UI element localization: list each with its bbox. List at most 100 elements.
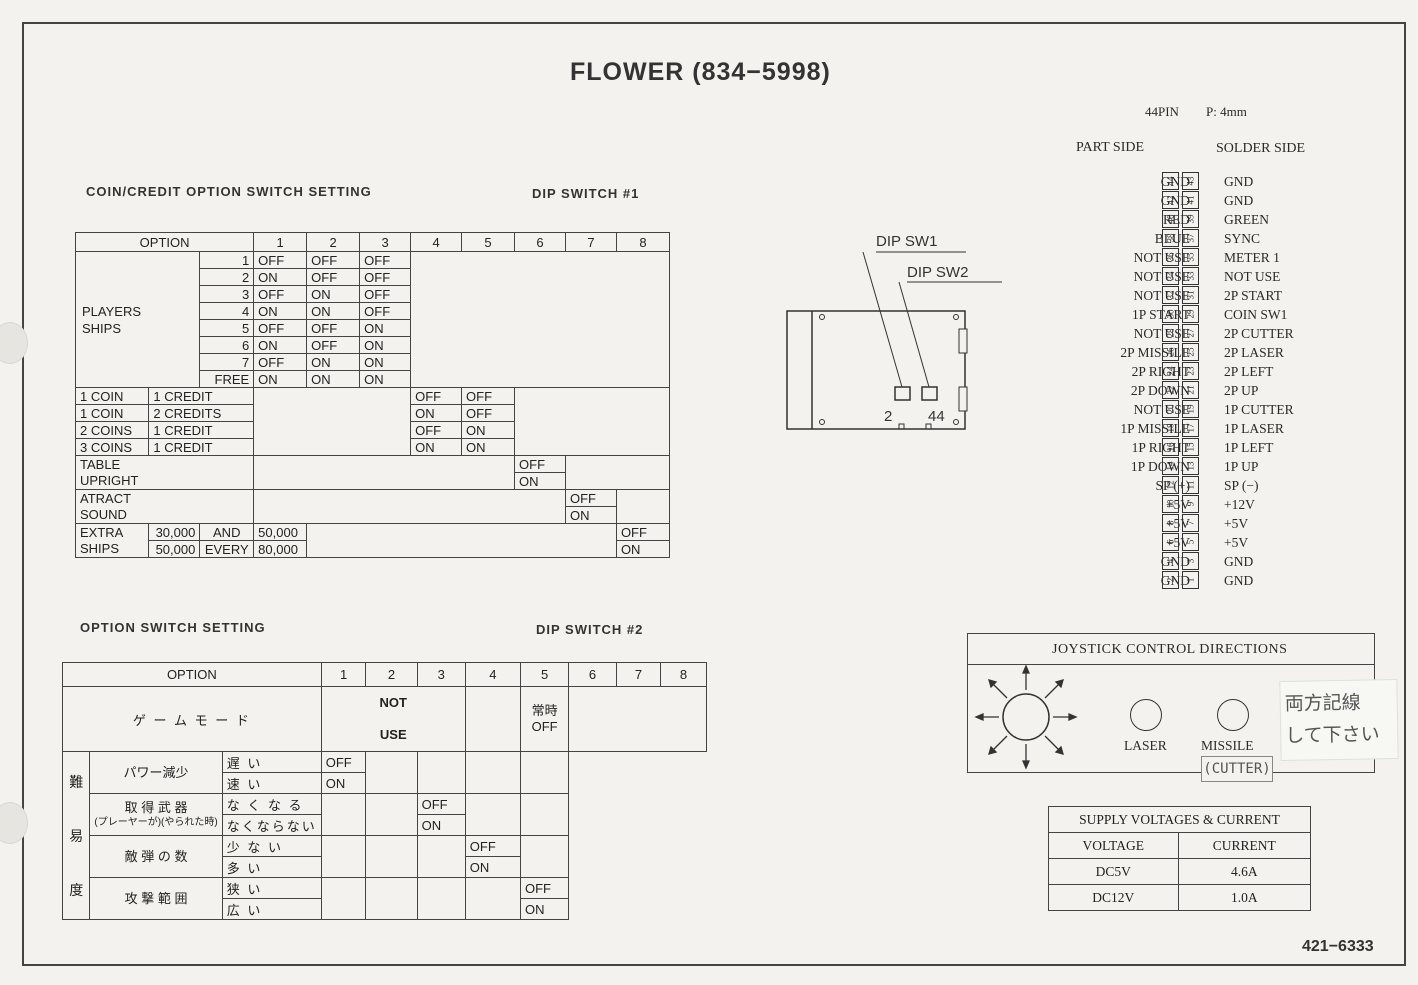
col-header: 1: [320, 662, 367, 687]
pin-number: 9: [1182, 495, 1199, 513]
sw1-leader: [862, 251, 903, 388]
ships-count: 1: [199, 251, 255, 269]
pin-number-text: 21: [1185, 385, 1196, 395]
coin-label: 1 COIN: [74, 404, 150, 422]
switch-value: ON: [359, 370, 412, 388]
switch-value: OFF: [320, 751, 367, 773]
pin-number: 43: [1182, 172, 1199, 190]
solder-signal: +5V: [1224, 535, 1249, 550]
solder-signal: NOT USE: [1224, 269, 1281, 284]
option-choice: なくならない: [221, 814, 322, 836]
part-side-label: PART SIDE: [1076, 140, 1145, 155]
edge-notch: [898, 423, 905, 430]
switch-value: OFF: [461, 387, 516, 405]
pin-number: 18: [1162, 419, 1179, 437]
pin-number-text: 43: [1185, 176, 1196, 186]
game-mode-label: ゲ ー ム モ ー ド: [62, 686, 322, 752]
not-use-label: NOT: [379, 695, 407, 710]
cutter-note: (CUTTER): [1201, 756, 1273, 782]
pin-number-text: 30: [1165, 309, 1176, 319]
pin-number: 21: [1182, 381, 1199, 399]
supply-title: SUPPLY VOLTAGES & CURRENT: [1048, 806, 1311, 833]
pin-number-text: 19: [1185, 404, 1196, 414]
missile-button-icon: [1217, 699, 1249, 731]
solder-signal: 1P LEFT: [1224, 440, 1274, 455]
joystick-directions-icon: [974, 664, 1078, 770]
difficulty-label-char: 度: [69, 881, 84, 898]
solder-signal: COIN SW1: [1224, 307, 1288, 322]
part-signal: 2P MISSILE: [1120, 345, 1190, 360]
not-use-label: USE: [379, 727, 407, 742]
solder-signal: 2P CUTTER: [1224, 326, 1294, 341]
extra-value: 50,000: [253, 523, 308, 541]
col-header: 1: [253, 232, 308, 252]
pcb-outline: [786, 310, 966, 430]
pin-number-text: 33: [1185, 271, 1196, 281]
pin-number-text: 44: [1165, 176, 1176, 186]
upright-value: ON: [514, 472, 566, 490]
extra-label: EXTRA: [74, 523, 150, 541]
pin-number: 35: [1182, 248, 1199, 266]
sw2-leader: [898, 281, 930, 388]
pin-number-text: 5: [1185, 539, 1196, 545]
extra-switch-value: OFF: [615, 523, 671, 541]
switch-value: OFF: [359, 302, 412, 320]
current-cell: 1.0A: [1177, 884, 1312, 911]
pin-number-text: 14: [1165, 461, 1176, 471]
pin-number: 29: [1182, 305, 1199, 323]
switch-value: ON: [253, 336, 308, 354]
part-signal: NOT USE: [1133, 250, 1190, 265]
pin-number-text: 26: [1165, 347, 1176, 357]
pin-number-text: 25: [1185, 347, 1196, 357]
pin-number: 7: [1182, 514, 1199, 532]
dip-sw1-label: DIP SW1: [876, 233, 937, 250]
voltage-cell: DC12V: [1048, 884, 1179, 911]
switch-value: OFF: [306, 268, 361, 286]
pin-number-text: 28: [1165, 328, 1176, 338]
sticker-line: して下さい: [1285, 723, 1380, 747]
part-signal: 2P RIGHT: [1131, 364, 1190, 379]
coin-label: 2 COINS: [74, 421, 150, 439]
pin-number-text: 24: [1165, 366, 1176, 376]
sw2-dip-label: DIP SWITCH #2: [536, 622, 644, 637]
part-signal: RED: [1163, 212, 1190, 227]
switch-value: ON: [253, 370, 308, 388]
extra-value: 80,000: [253, 540, 308, 558]
switch-value: ON: [359, 353, 412, 371]
pin-number: 28: [1162, 324, 1179, 342]
sw1-heading: COIN/CREDIT OPTION SWITCH SETTING: [86, 184, 372, 199]
laser-label: LASER: [1124, 738, 1167, 753]
coin-label: 3 COINS: [74, 438, 150, 456]
solder-signal: GND: [1224, 174, 1254, 189]
ships-count: 7: [199, 353, 255, 371]
ships-count: 6: [199, 336, 255, 354]
board-diagram: DIP SW1 DIP SW2 2 44: [786, 233, 1002, 430]
pin-number-text: 12: [1165, 480, 1176, 490]
solder-side-label: SOLDER SIDE: [1216, 141, 1306, 156]
pin-number: 44: [1162, 172, 1179, 190]
pin-number: 20: [1162, 400, 1179, 418]
pin-number-text: 20: [1165, 404, 1176, 414]
pin-number-text: 31: [1185, 290, 1196, 300]
solder-signal: 1P LASER: [1224, 421, 1284, 436]
col-header: 7: [615, 662, 662, 687]
pin-number-text: 13: [1185, 461, 1196, 471]
pin-number-text: 18: [1165, 423, 1176, 433]
credit-label: 1 CREDIT: [148, 421, 255, 439]
solder-signal: 2P START: [1224, 288, 1282, 303]
switch-value: OFF: [306, 336, 361, 354]
option-choice: な く な る: [221, 793, 322, 815]
pin-number: 26: [1162, 343, 1179, 361]
option-choice: 遅 い: [221, 751, 322, 773]
switch-value: OFF: [253, 285, 308, 303]
